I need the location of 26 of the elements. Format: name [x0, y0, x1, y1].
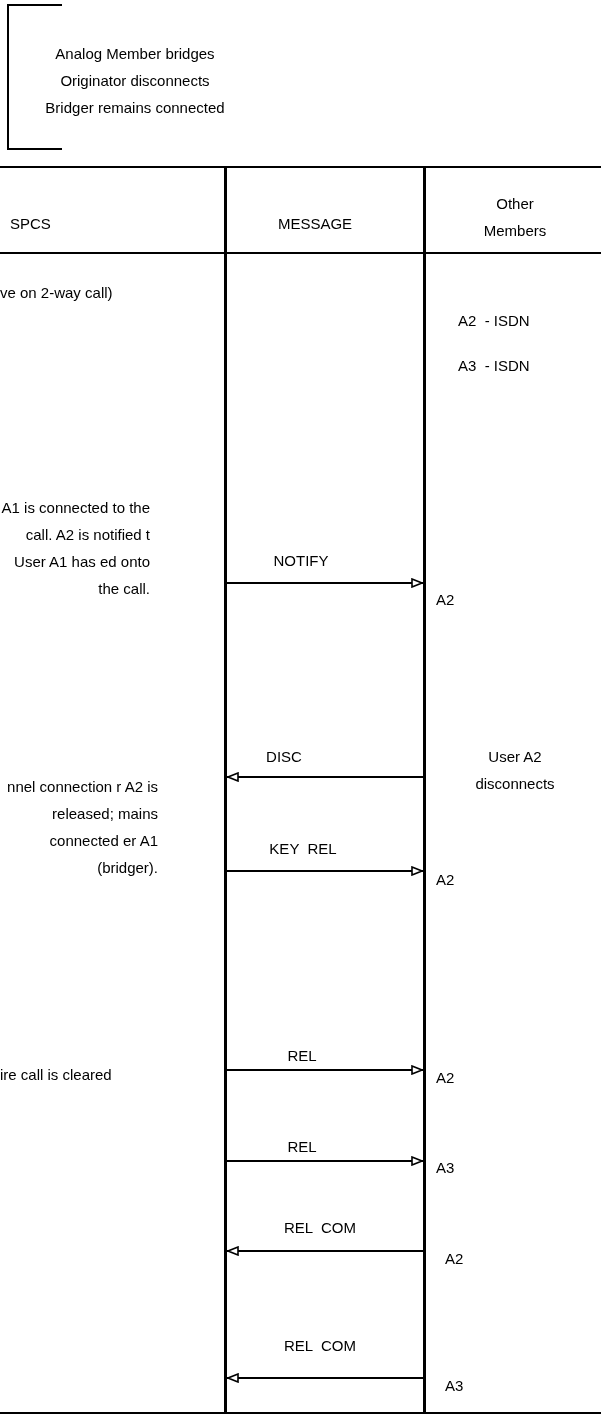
- text-label: A2: [445, 1249, 465, 1269]
- text-label: ire call is cleared: [0, 1065, 113, 1085]
- lifeline-bar: [423, 167, 426, 1413]
- text-label: User A2 disconnects: [474, 747, 556, 794]
- message-arrow: [226, 578, 424, 588]
- lifeline-bar: [224, 167, 227, 1413]
- text-label: A2: [436, 870, 456, 890]
- text-label: ve on 2-way call): [0, 283, 114, 303]
- message-arrow: [226, 772, 424, 782]
- text-label: Other Members: [482, 194, 548, 241]
- diagram-title: Analog Member bridges Originator disconnects Bridger remains connected: [44, 44, 226, 118]
- text-label: SPCS: [10, 214, 52, 234]
- text-label: MESSAGE: [276, 214, 354, 234]
- text-label: nnel connection r A2 is released; mains connected er A1 (bridger).: [6, 777, 158, 878]
- text-label: A1 is connected to the call. A2 is notified t User A1 has ed onto the call.: [0, 498, 150, 599]
- text-label: A2: [436, 590, 456, 610]
- text-label: A2: [436, 1068, 456, 1088]
- message-arrow: [226, 1065, 424, 1075]
- text-label: A3: [436, 1158, 456, 1178]
- text-label: A3 - ISDN: [458, 356, 531, 376]
- message-arrow: [226, 1246, 424, 1256]
- message-arrow: [226, 1373, 424, 1383]
- text-label: A3: [445, 1376, 465, 1396]
- message-arrow: [226, 866, 424, 876]
- message-arrow: [226, 1156, 424, 1166]
- text-label: A2 - ISDN: [458, 311, 531, 331]
